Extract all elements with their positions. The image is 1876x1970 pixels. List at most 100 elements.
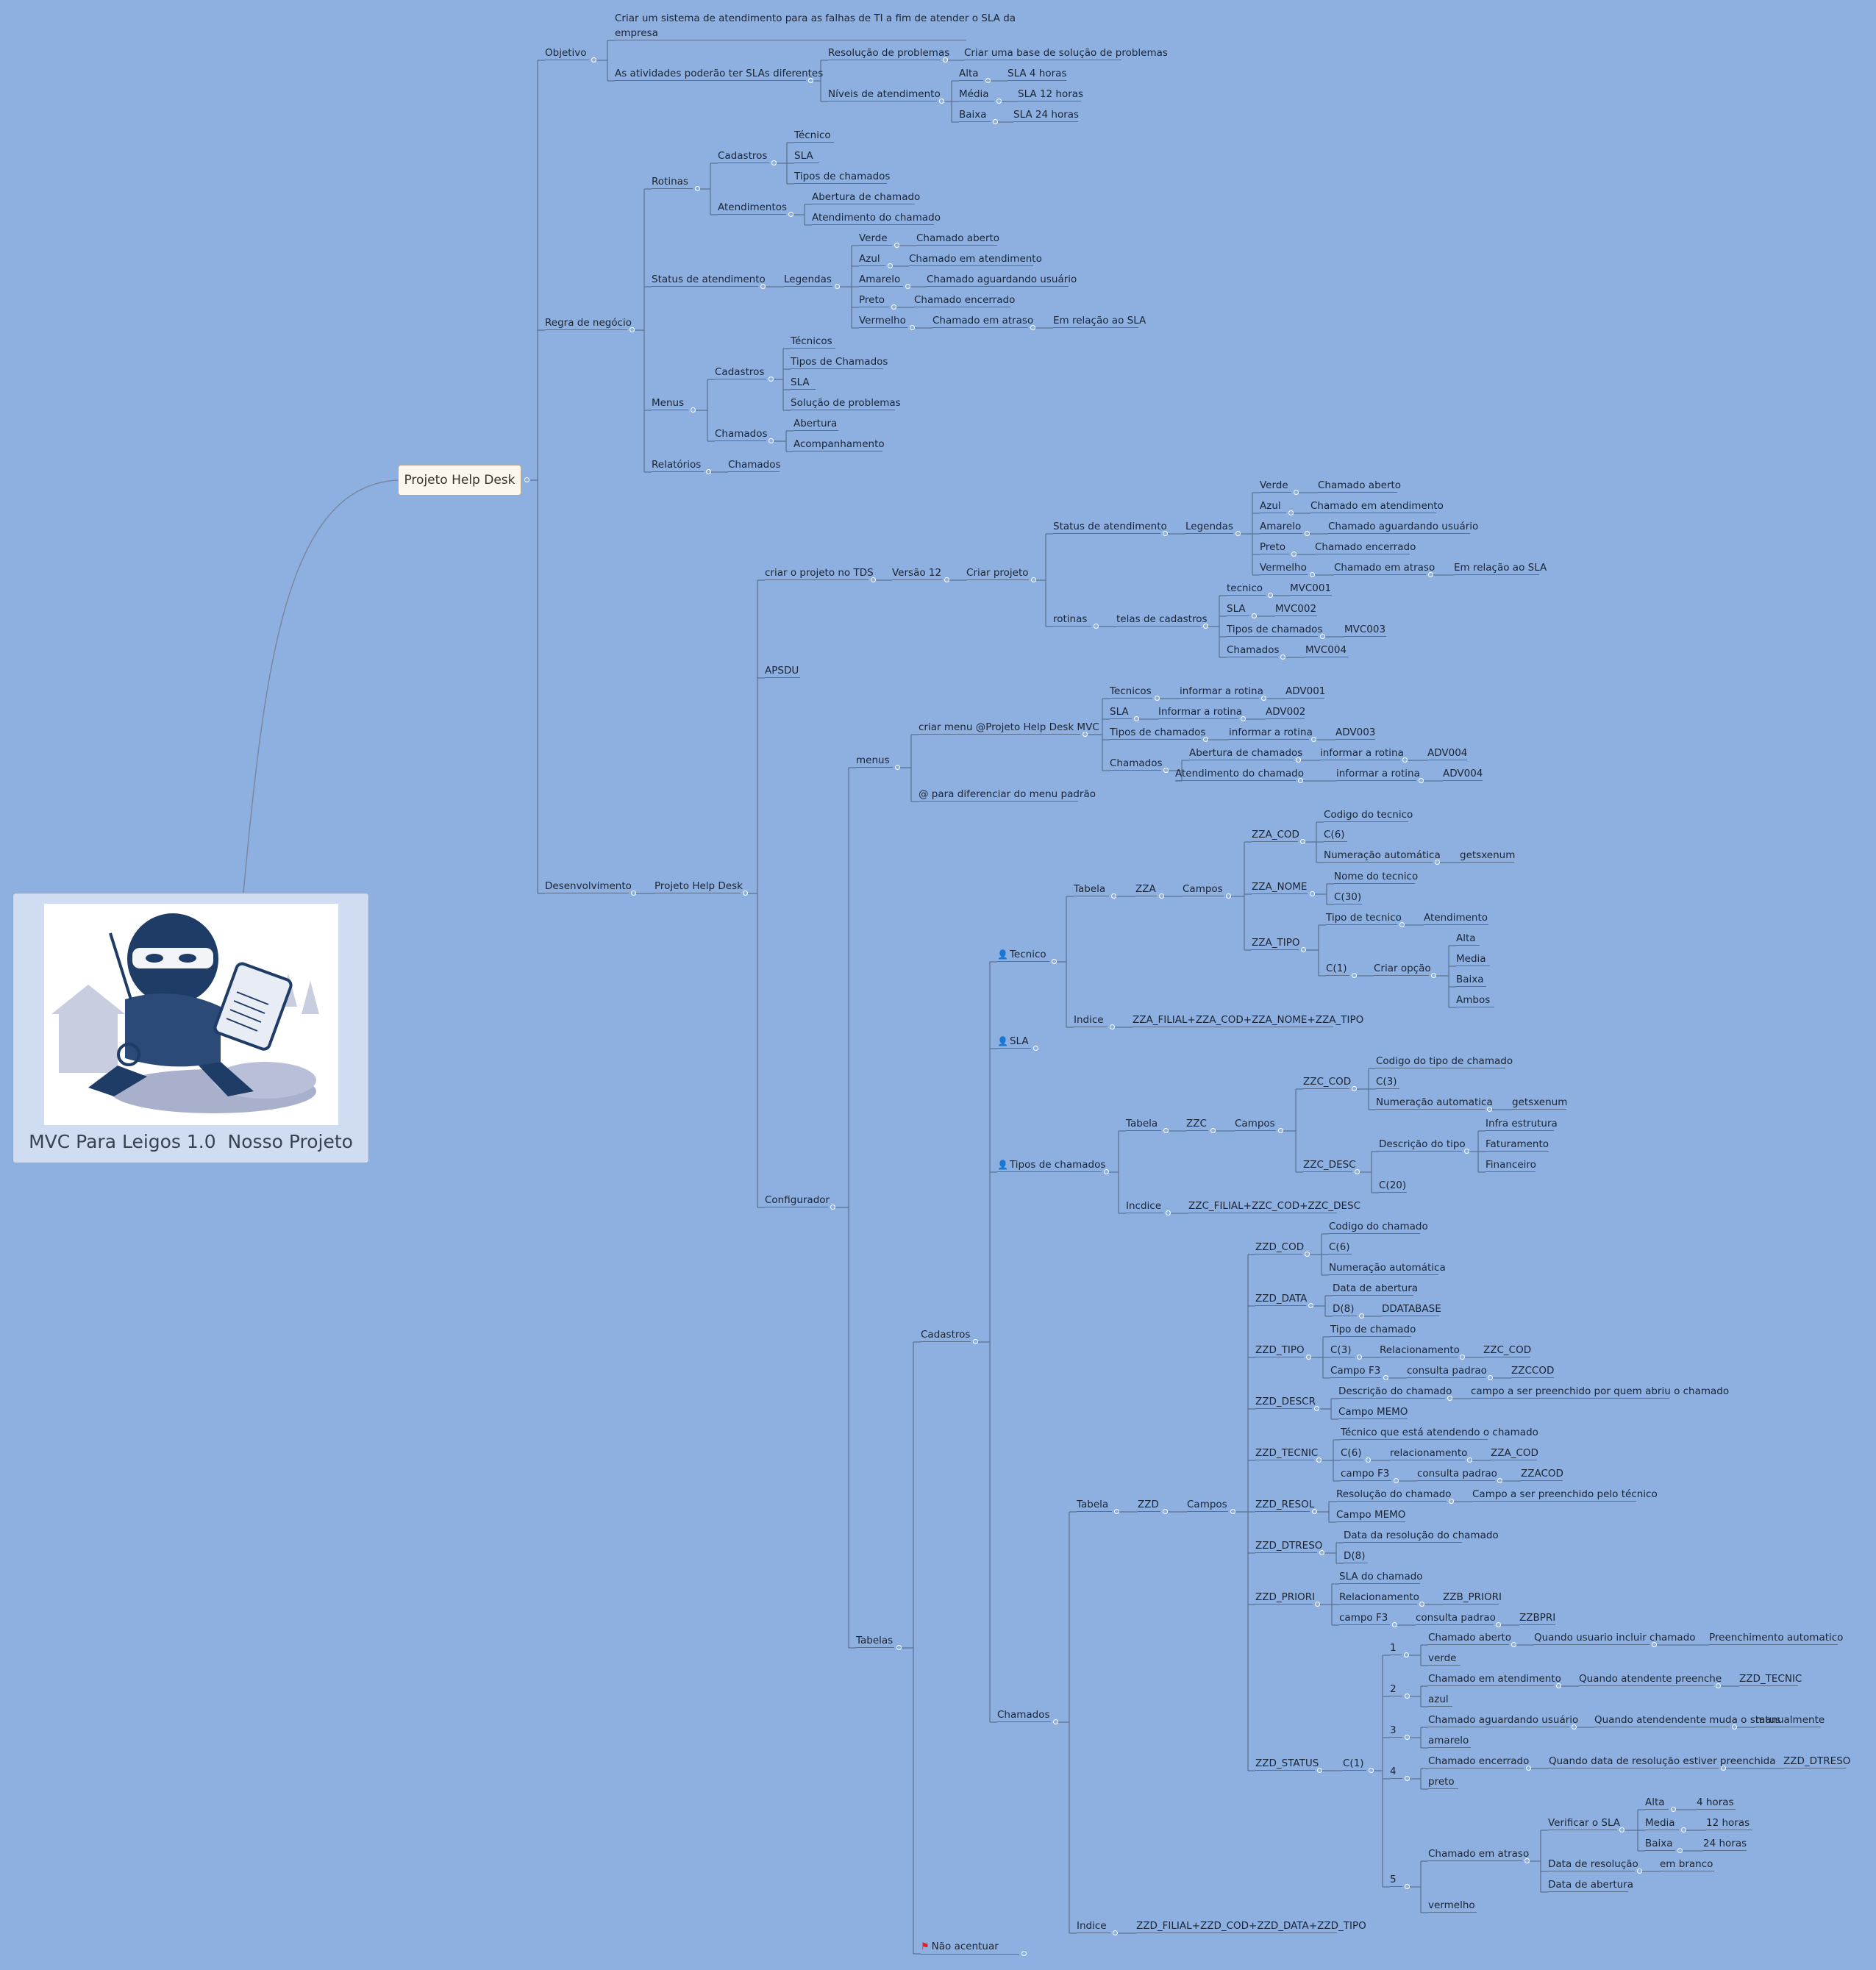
expand-knob-n206[interactable] [1405, 1884, 1410, 1889]
expand-knob-n191[interactable] [1405, 1694, 1410, 1699]
node-n22[interactable]: Status de atendimento [652, 274, 766, 287]
node-n100[interactable]: Campos [1183, 883, 1224, 896]
expand-knob-n35[interactable] [691, 407, 696, 413]
expand-knob-n22[interactable] [760, 284, 766, 289]
node-n213[interactable]: Baixa [1645, 1837, 1675, 1851]
node-n45[interactable]: Chamados [728, 459, 781, 472]
expand-knob-n64[interactable] [1094, 624, 1099, 629]
node-n139[interactable]: Tabela [1077, 1498, 1112, 1512]
expand-knob-n3[interactable] [808, 78, 813, 83]
expand-knob-n99[interactable] [1159, 893, 1164, 899]
node-n184[interactable]: ZZD_STATUS [1255, 1757, 1319, 1771]
node-n187[interactable]: Chamado aberto [1428, 1632, 1512, 1645]
node-n214[interactable]: 24 horas [1703, 1838, 1747, 1851]
root-expand-knob[interactable] [524, 477, 529, 482]
expand-knob-n165[interactable] [1467, 1457, 1472, 1463]
expand-knob-n61[interactable] [1310, 572, 1315, 577]
node-n206[interactable]: 5 [1390, 1873, 1402, 1887]
node-n76[interactable]: criar menu @Projeto Help Desk MVC [919, 721, 1099, 735]
expand-knob-n123[interactable] [1210, 1128, 1216, 1133]
node-n29[interactable]: Chamado aguardando usuário [927, 274, 1077, 287]
expand-knob-n213[interactable] [1677, 1848, 1683, 1853]
node-n50[interactable]: Criar projeto [966, 567, 1029, 580]
node-n56[interactable]: Chamado em atendimento [1310, 500, 1444, 513]
node-n112[interactable]: C(1) [1326, 962, 1349, 976]
node-n83[interactable]: Tipos de chamados [1110, 727, 1206, 740]
expand-knob-n104[interactable] [1435, 860, 1440, 865]
node-n148[interactable]: D(8) [1333, 1302, 1357, 1316]
node-n198[interactable]: Quando atendendente muda o status [1594, 1714, 1781, 1727]
node-n167[interactable]: campo F3 [1341, 1467, 1391, 1481]
node-n174[interactable]: ZZD_DTRESO [1255, 1540, 1323, 1553]
node-n145[interactable]: Numeração automática [1329, 1262, 1446, 1275]
node-n212[interactable]: 12 horas [1706, 1816, 1752, 1830]
node-n77[interactable]: Tecnicos [1110, 685, 1152, 699]
node-n146[interactable]: ZZD_DATA [1255, 1293, 1308, 1306]
node-n153[interactable]: Relacionamento [1380, 1344, 1460, 1357]
node-n64[interactable]: rotinas [1053, 613, 1091, 627]
node-n138[interactable]: Chamados [997, 1709, 1051, 1722]
expand-knob-n98[interactable] [1111, 893, 1116, 899]
node-n2[interactable]: Criar um sistema de atendimento para as … [615, 13, 1016, 24]
node-n164[interactable]: C(6) [1341, 1446, 1363, 1460]
node-n67[interactable]: MVC001 [1290, 582, 1332, 596]
node-n128[interactable]: Numeração automatica [1376, 1096, 1493, 1110]
expand-knob-n66[interactable] [1268, 593, 1273, 598]
node-n113[interactable]: Criar opção [1374, 963, 1431, 976]
node-n141[interactable]: Campos [1187, 1499, 1228, 1512]
expand-knob-n46[interactable] [631, 891, 636, 896]
node-n37[interactable]: Técnicos [791, 335, 835, 349]
node-n54[interactable]: Chamado aberto [1318, 479, 1402, 493]
node-n124[interactable]: Campos [1235, 1118, 1276, 1131]
node-n12[interactable]: SLA 24 horas [1013, 109, 1080, 122]
expand-knob-n109[interactable] [1301, 947, 1306, 952]
node-n65[interactable]: telas de cadastros [1116, 613, 1208, 627]
node-n11[interactable]: Baixa [959, 108, 991, 122]
expand-knob-n48[interactable] [871, 577, 876, 582]
expand-knob-n68[interactable] [1252, 613, 1257, 618]
expand-knob-n215[interactable] [1637, 1869, 1642, 1874]
node-n160[interactable]: campo a ser preenchido por quem abriu o … [1471, 1385, 1730, 1399]
expand-knob-n136[interactable] [1166, 1210, 1171, 1216]
node-n36[interactable]: Cadastros [715, 365, 766, 379]
node-n103[interactable]: C(6) [1324, 828, 1347, 842]
node-n8[interactable]: SLA 4 horas [1007, 68, 1067, 81]
node-n28[interactable]: Amarelo [859, 273, 903, 287]
node-n4[interactable]: Resolução de problemas [828, 47, 950, 60]
expand-knob-n53[interactable] [1294, 490, 1299, 495]
node-n44[interactable]: Relatórios [652, 458, 704, 472]
node-n49[interactable]: Versão 12 [892, 567, 942, 580]
node-n176[interactable]: D(8) [1344, 1549, 1368, 1563]
expand-knob-n78[interactable] [1261, 696, 1266, 701]
node-n68[interactable]: SLA [1227, 602, 1249, 616]
expand-knob-n19[interactable] [788, 212, 793, 217]
expand-knob-n96[interactable] [973, 1339, 978, 1344]
expand-knob-n128[interactable] [1487, 1107, 1492, 1112]
node-n218[interactable]: vermelho [1428, 1899, 1477, 1913]
expand-knob-n201[interactable] [1405, 1776, 1410, 1781]
node-n200[interactable]: amarelo [1428, 1734, 1471, 1748]
node-n1[interactable]: Objetivo [545, 46, 589, 60]
expand-knob-n192[interactable] [1556, 1683, 1561, 1688]
node-n116[interactable]: Baixa [1456, 973, 1486, 987]
expand-knob-n87[interactable] [1296, 757, 1301, 763]
node-n18[interactable]: Tipos de chamados [794, 171, 891, 184]
expand-knob-n106[interactable] [1310, 891, 1315, 896]
expand-knob-n219[interactable] [1113, 1930, 1118, 1935]
expand-knob-n196[interactable] [1405, 1735, 1410, 1740]
node-n97[interactable]: Tecnico [997, 948, 1049, 962]
node-n58[interactable]: Chamado aguardando usuário [1328, 521, 1479, 534]
node-n190[interactable]: verde [1428, 1652, 1461, 1666]
node-n165[interactable]: relacionamento [1390, 1447, 1468, 1460]
node-n208[interactable]: Verificar o SLA [1548, 1817, 1621, 1830]
node-n118[interactable]: Indice [1074, 1013, 1108, 1027]
node-n94[interactable]: Configurador [765, 1194, 830, 1207]
node-n207[interactable]: Chamado em atraso [1428, 1848, 1530, 1861]
node-n221[interactable]: Não acentuar [921, 1940, 1019, 1955]
node-n92[interactable]: ADV004 [1443, 768, 1483, 781]
expand-knob-n28[interactable] [905, 284, 910, 289]
node-n154[interactable]: ZZC_COD [1483, 1344, 1532, 1357]
expand-knob-n162[interactable] [1316, 1457, 1322, 1463]
expand-knob-n47[interactable] [743, 891, 748, 896]
expand-knob-n197[interactable] [1572, 1724, 1577, 1730]
